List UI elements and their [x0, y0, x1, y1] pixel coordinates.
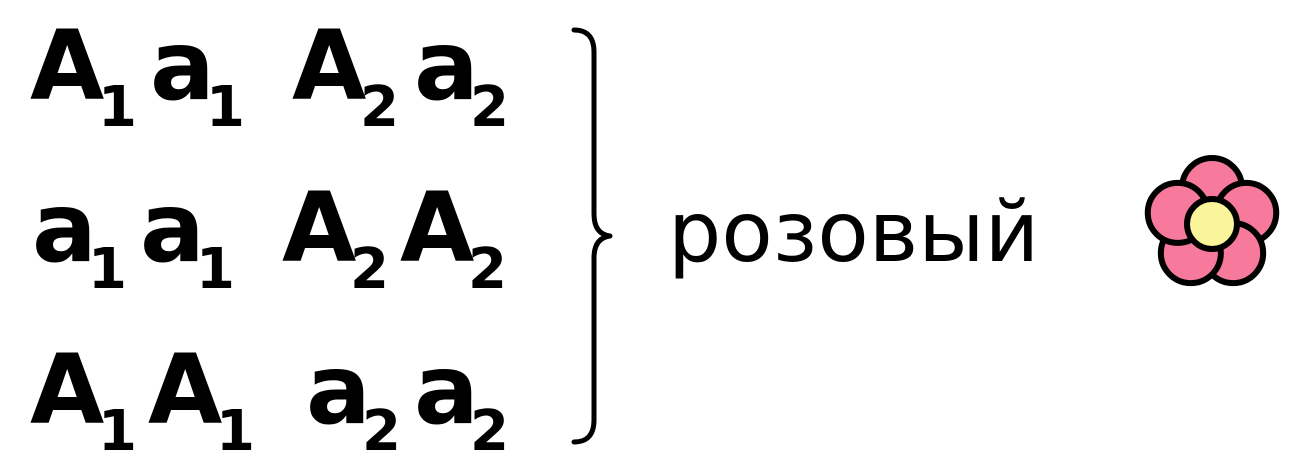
allele-subscript: 1	[196, 237, 235, 302]
allele-letter: a	[414, 10, 479, 122]
flower-icon	[1144, 155, 1280, 287]
allele-subscript: 1	[98, 75, 137, 140]
allele-letter: a	[32, 172, 97, 284]
allele-letter: a	[306, 334, 371, 446]
allele-letter: A	[30, 334, 105, 446]
allele-subscript: 2	[362, 399, 401, 464]
allele-letter: A	[292, 10, 367, 122]
allele-letter: A	[282, 172, 357, 284]
allele-subscript: 2	[468, 237, 507, 302]
allele-subscript: 1	[216, 399, 255, 464]
allele-letter: A	[400, 172, 475, 284]
allele-subscript: 1	[98, 399, 137, 464]
allele-subscript: 1	[88, 237, 127, 302]
allele-subscript: 2	[470, 75, 509, 140]
allele-letter: a	[140, 172, 205, 284]
allele-letter: a	[150, 10, 215, 122]
allele-subscript: 2	[360, 75, 399, 140]
allele-subscript: 2	[350, 237, 389, 302]
right-brace	[571, 27, 613, 445]
phenotype-label: розовый	[668, 183, 1040, 281]
allele-letter: A	[30, 10, 105, 122]
allele-letter: A	[148, 334, 223, 446]
allele-subscript: 2	[470, 399, 509, 464]
allele-letter: a	[414, 334, 479, 446]
allele-subscript: 1	[206, 75, 245, 140]
flower-center	[1184, 196, 1240, 252]
